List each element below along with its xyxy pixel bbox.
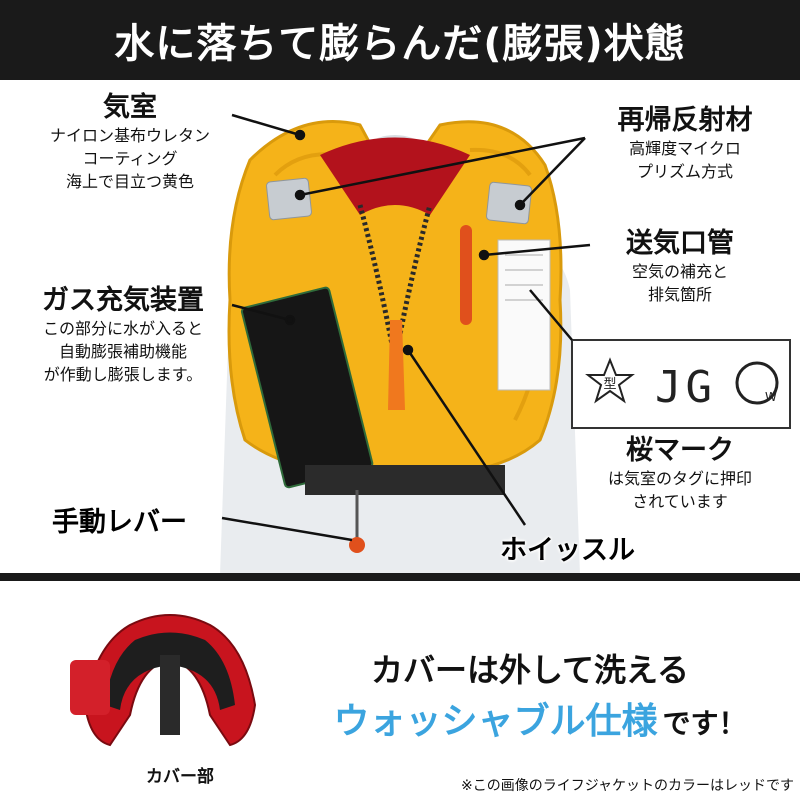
callout-reflector: 再帰反射材 高輝度マイクロ プリズム方式 — [585, 105, 785, 183]
manual-lever-label: 手動レバー — [52, 507, 187, 538]
sakura-mark-line-2: されています — [632, 492, 728, 511]
callout-sakura-mark: 桜マーク は気室のタグに押印 されています — [575, 435, 785, 513]
oral-tube — [460, 225, 472, 325]
reflector-right — [486, 181, 532, 225]
callout-oral-tube: 送気口管 空気の補充と 排気箇所 — [590, 228, 770, 306]
sakura-mark-heading: 桜マーク — [626, 435, 734, 466]
oral-tube-line-1: 空気の補充と — [631, 262, 728, 281]
leader-reflector-left — [299, 136, 586, 197]
leader-whistle — [406, 349, 527, 526]
stamp-kanji: 型 — [603, 377, 616, 392]
sakura-mark-line-1: は気室のタグに押印 — [607, 469, 752, 488]
cover-pocket — [70, 660, 110, 715]
section-divider — [0, 573, 800, 581]
gas-unit-heading: ガス充気装置 — [42, 285, 204, 316]
leader-oral-tube — [483, 243, 591, 257]
reflector-heading: 再帰反射材 — [617, 105, 753, 136]
callout-air-chamber: 気室 ナイロン基布ウレタン コーティング 海上で目立つ黄色 — [15, 92, 245, 193]
stamp-circle — [735, 361, 779, 405]
leader-air-chamber — [231, 113, 301, 137]
title-banner: 水に落ちて膨らんだ(膨張)状態 — [0, 0, 800, 80]
air-chamber-line-2: コーティング — [82, 149, 178, 168]
stamp-box — [571, 339, 791, 429]
air-chamber-line-1: ナイロン基布ウレタン — [49, 126, 210, 145]
reflector-left — [266, 177, 312, 221]
color-note: ※この画像のライフジャケットのカラーはレッドです — [460, 778, 794, 794]
gas-unit-line-2: 自動膨張補助機能 — [58, 342, 187, 361]
cover-center-strap — [160, 655, 180, 735]
stamp-small-w: W — [765, 390, 777, 404]
oral-tube-heading: 送気口管 — [626, 228, 734, 259]
stamp-jg-text: JG — [655, 362, 716, 413]
leader-gas-unit — [231, 303, 291, 322]
gas-unit-line-1: この部分に水が入ると — [42, 319, 203, 338]
reflector-line-2: プリズム方式 — [636, 162, 733, 181]
life-jacket-illustration: 型 JG W — [0, 80, 800, 575]
washable-subline: ウォッシャブル仕様 です！ — [300, 692, 780, 744]
leader-stamp — [529, 289, 573, 341]
oral-tube-line-2: 排気箇所 — [647, 285, 712, 304]
gas-unit-line-3: が作動し膨張します。 — [43, 365, 203, 384]
washable-headline: カバーは外して洗える — [370, 651, 690, 689]
leader-manual-lever — [221, 516, 353, 542]
washable-suffix-text: です！ — [662, 707, 747, 740]
leader-reflector-right — [519, 137, 586, 206]
manual-lever-handle — [349, 537, 365, 553]
air-chamber-line-3: 海上で目立つ黄色 — [65, 172, 194, 191]
tag — [497, 239, 551, 391]
waist-belt — [305, 465, 505, 495]
cover-label: カバー部 — [146, 767, 214, 787]
sakura-stamp: 型 — [585, 357, 635, 404]
air-chamber-heading: 気室 — [103, 92, 157, 123]
callout-gas-unit: ガス充気装置 この部分に水が入ると 自動膨張補助機能 が作動し膨張します。 — [8, 285, 238, 386]
washable-spec-text: ウォッシャブル仕様 — [333, 701, 658, 742]
page-title: 水に落ちて膨らんだ(膨張)状態 — [114, 21, 686, 67]
reflector-line-1: 高輝度マイクロ — [629, 139, 741, 158]
cover-illustration — [70, 614, 257, 747]
whistle-label: ホイッスル — [500, 535, 635, 566]
